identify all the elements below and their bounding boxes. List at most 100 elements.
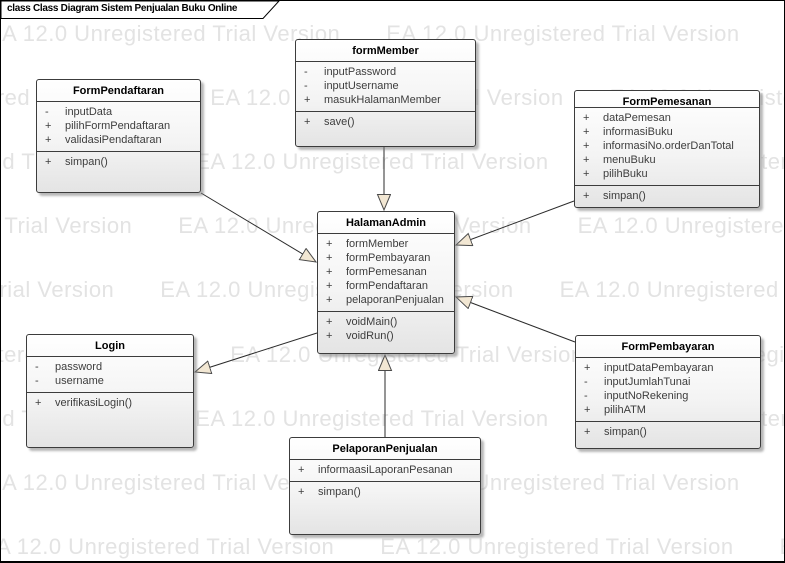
class-method: + simpan() xyxy=(576,425,760,439)
member-name: formPendaftaran xyxy=(346,280,428,292)
class-box-FormPembayaran[interactable]: FormPembayaran+inputDataPembayaran-input… xyxy=(575,335,761,449)
class-box-FormPendaftaran[interactable]: FormPendaftaran - inputData + pilihFormPenda… xyxy=(36,79,201,193)
visibility-marker: + xyxy=(584,404,591,416)
visibility-marker: - xyxy=(35,375,39,387)
member-name: verifikasiLogin() xyxy=(55,397,133,409)
member-name: simpan() xyxy=(604,426,647,438)
class-box-formMember[interactable]: formMember-inputPassword-inputUsername+m… xyxy=(295,39,476,147)
member-name: masukHalamanMember xyxy=(324,94,441,106)
attributes-compartment: +formMember+formPembayaran+formPemesanan… xyxy=(318,234,454,312)
class-attribute: +formMember xyxy=(318,237,454,251)
class-box-HalamanAdmin[interactable]: HalamanAdmin+formMember+formPembayaran+f… xyxy=(317,211,455,354)
visibility-marker: + xyxy=(583,112,590,124)
methods-compartment: + save() xyxy=(296,112,475,146)
member-name: validasiPendaftaran xyxy=(65,134,162,146)
member-name: save() xyxy=(324,116,355,128)
class-name: HalamanAdmin xyxy=(318,212,454,234)
member-name: informasiBuku xyxy=(603,126,673,138)
visibility-marker: + xyxy=(584,426,591,438)
visibility-marker: - xyxy=(45,106,49,118)
class-method: +voidRun() xyxy=(318,329,454,343)
class-attribute: -inputUsername xyxy=(296,79,475,93)
class-method: + save() xyxy=(296,115,475,129)
class-attribute: +formPembayaran xyxy=(318,251,454,265)
class-attribute: +informasiNo.orderDanTotal xyxy=(575,139,759,153)
visibility-marker: + xyxy=(45,156,52,168)
class-attribute: - inputData xyxy=(37,105,200,119)
class-box-Login[interactable]: Login-password-username+verifikasiLogin(… xyxy=(26,334,194,448)
frame-tab-label: class Class Diagram Sistem Penjualan Buk… xyxy=(7,3,238,14)
class-attribute: -inputJumlahTunai xyxy=(576,375,760,389)
visibility-marker: + xyxy=(326,280,333,292)
class-attribute: + informaasiLaporanPesanan xyxy=(290,463,480,477)
member-name: formPembayaran xyxy=(346,252,431,264)
methods-compartment: + verifikasiLogin() xyxy=(27,393,193,447)
visibility-marker: + xyxy=(583,190,590,202)
visibility-marker: + xyxy=(45,134,52,146)
class-attribute: +inputDataPembayaran xyxy=(576,361,760,375)
class-attribute: - inputNoRekening xyxy=(576,389,760,403)
member-name: simpan() xyxy=(318,486,361,498)
generalization-connector-FormPendaftaran-to-HalamanAdmin[interactable] xyxy=(200,192,316,262)
member-name: inputNoRekening xyxy=(604,390,689,402)
methods-compartment: +voidMain()+voidRun() xyxy=(318,312,454,353)
member-name: password xyxy=(55,361,103,373)
class-attribute: +pilihBuku xyxy=(575,167,759,181)
class-method: + verifikasiLogin() xyxy=(27,396,193,410)
class-box-FormPemesanan[interactable]: FormPemesanan+dataPemesan+informasiBuku+… xyxy=(574,90,760,208)
visibility-marker: + xyxy=(45,120,52,132)
class-attribute: + pilihATM xyxy=(576,403,760,417)
class-attribute: + pilihFormPendaftaran xyxy=(37,119,200,133)
member-name: pilihATM xyxy=(604,404,646,416)
class-attribute: + validasiPendaftaran xyxy=(37,133,200,147)
visibility-marker: + xyxy=(583,168,590,180)
class-name: formMember xyxy=(296,40,475,62)
class-method: +simpan() xyxy=(575,189,759,203)
class-name: PelaporanPenjualan xyxy=(290,438,480,460)
member-name: pelaporanPenjualan xyxy=(346,294,444,306)
visibility-marker: + xyxy=(298,464,305,476)
member-name: pilihFormPendaftaran xyxy=(65,120,171,132)
methods-compartment: + simpan() xyxy=(37,152,200,192)
class-attribute: - password xyxy=(27,360,193,374)
member-name: voidRun() xyxy=(346,330,394,342)
generalization-connector-FormPembayaran-to-HalamanAdmin[interactable] xyxy=(456,297,576,343)
class-attribute: + formPemesanan xyxy=(318,265,454,279)
visibility-marker: + xyxy=(35,397,42,409)
attributes-compartment: - password-username xyxy=(27,357,193,393)
class-box-PelaporanPenjualan[interactable]: PelaporanPenjualan + informaasiLaporanPesa… xyxy=(289,437,481,535)
class-attribute: + pelaporanPenjualan xyxy=(318,293,454,307)
visibility-marker: + xyxy=(583,154,590,166)
generalization-connector-FormPemesanan-to-HalamanAdmin[interactable] xyxy=(456,200,575,245)
class-method: + simpan() xyxy=(37,155,200,169)
member-name: inputPassword xyxy=(324,66,397,78)
visibility-marker: - xyxy=(584,390,588,402)
visibility-marker: + xyxy=(326,266,333,278)
member-name: simpan() xyxy=(65,156,108,168)
class-attribute: -username xyxy=(27,374,193,388)
methods-compartment: + simpan() xyxy=(576,422,760,448)
member-name: informaasiLaporanPesanan xyxy=(318,464,453,476)
class-name: FormPendaftaran xyxy=(37,80,200,102)
class-method: +voidMain() xyxy=(318,315,454,329)
member-name: inputData xyxy=(65,106,113,118)
visibility-marker: + xyxy=(304,116,311,128)
visibility-marker: + xyxy=(326,294,333,306)
class-attribute: + formPendaftaran xyxy=(318,279,454,293)
generalization-connector-HalamanAdmin-to-Login[interactable] xyxy=(195,332,318,372)
visibility-marker: + xyxy=(584,362,591,374)
visibility-marker: + xyxy=(304,94,311,106)
member-name: formMember xyxy=(346,238,409,250)
frame-tab xyxy=(1,1,280,19)
class-attribute: + informasiBuku xyxy=(575,125,759,139)
visibility-marker: + xyxy=(326,316,333,328)
visibility-marker: - xyxy=(35,361,39,373)
member-name: formPemesanan xyxy=(346,266,427,278)
class-attribute: +menuBuku xyxy=(575,153,759,167)
visibility-marker: + xyxy=(583,126,590,138)
class-attribute: + masukHalamanMember xyxy=(296,93,475,107)
attributes-compartment: +dataPemesan+informasiBuku+informasiNo.o… xyxy=(575,108,759,186)
frame-tab-shape xyxy=(1,1,280,19)
